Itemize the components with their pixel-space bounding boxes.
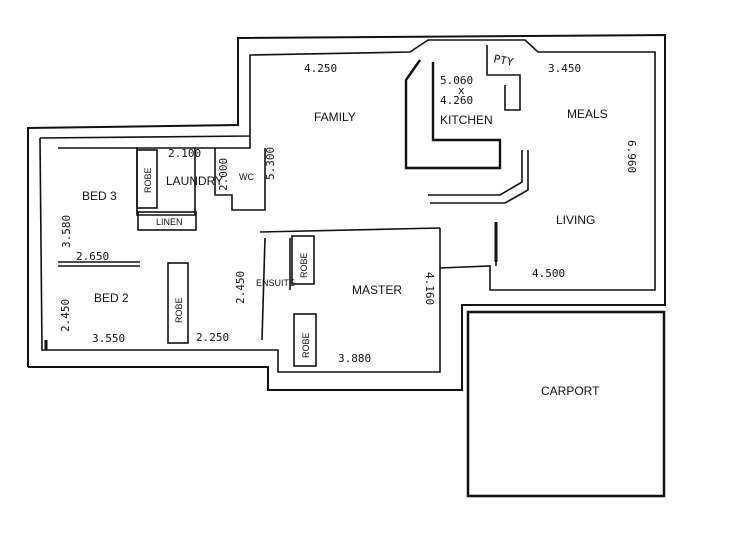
room-label-wc: WC [239,172,254,182]
dim-bed3-depth: 3.580 [60,215,73,248]
dim-family-width: 4.250 [304,62,337,75]
dim-master-width: 3.880 [338,352,371,365]
dim-laundry-width: 2.100 [168,147,201,160]
room-label-laundry: LAUNDRY [166,174,223,188]
room-label-robe-master: ROBE [301,332,311,358]
dim-ensuite-width: 2.250 [196,331,229,344]
interior-walls [58,45,529,367]
dim-meals-width: 3.450 [548,62,581,75]
room-label-family: FAMILY [314,110,356,124]
dim-master-depth: 4.160 [423,272,436,305]
room-label-pantry: PTY [492,52,515,69]
dim-living-width: 4.500 [532,267,565,280]
dim-bed2-width: 3.550 [92,332,125,345]
dim-bed3-width: 2.650 [76,250,109,263]
room-label-robe-bed2: ROBE [174,297,184,323]
room-label-living: LIVING [556,213,595,227]
dim-kitchen-x: x [458,84,465,97]
room-label-ensuite: ENSUITE [256,278,295,288]
dim-kitchen-width: 5.060 [440,74,473,87]
room-label-kitchen: KITCHEN [440,113,493,127]
dim-wc-depth: 5.300 [264,147,277,180]
room-label-meals: MEALS [567,107,608,121]
room-label-bed2: BED 2 [94,291,129,305]
dim-bed2-depth: 2.450 [59,299,72,332]
dim-kitchen-height: 4.260 [440,94,473,107]
room-label-linen: LINEN [156,217,183,227]
outer-walls [27,33,666,391]
room-label-carport: CARPORT [541,384,600,398]
room-label-master: MASTER [352,283,402,297]
carport-outline [466,310,666,498]
room-label-bed3: BED 3 [82,189,117,203]
dim-ensuite-depth: 2.450 [234,271,247,304]
room-label-robe-bed3: ROBE [143,167,153,193]
door-markers [44,222,498,350]
dim-laundry-depth: 2.000 [217,158,230,191]
dim-meals-depth: 6.960 [625,140,638,173]
room-label-robe-ensuite: ROBE [299,252,309,278]
